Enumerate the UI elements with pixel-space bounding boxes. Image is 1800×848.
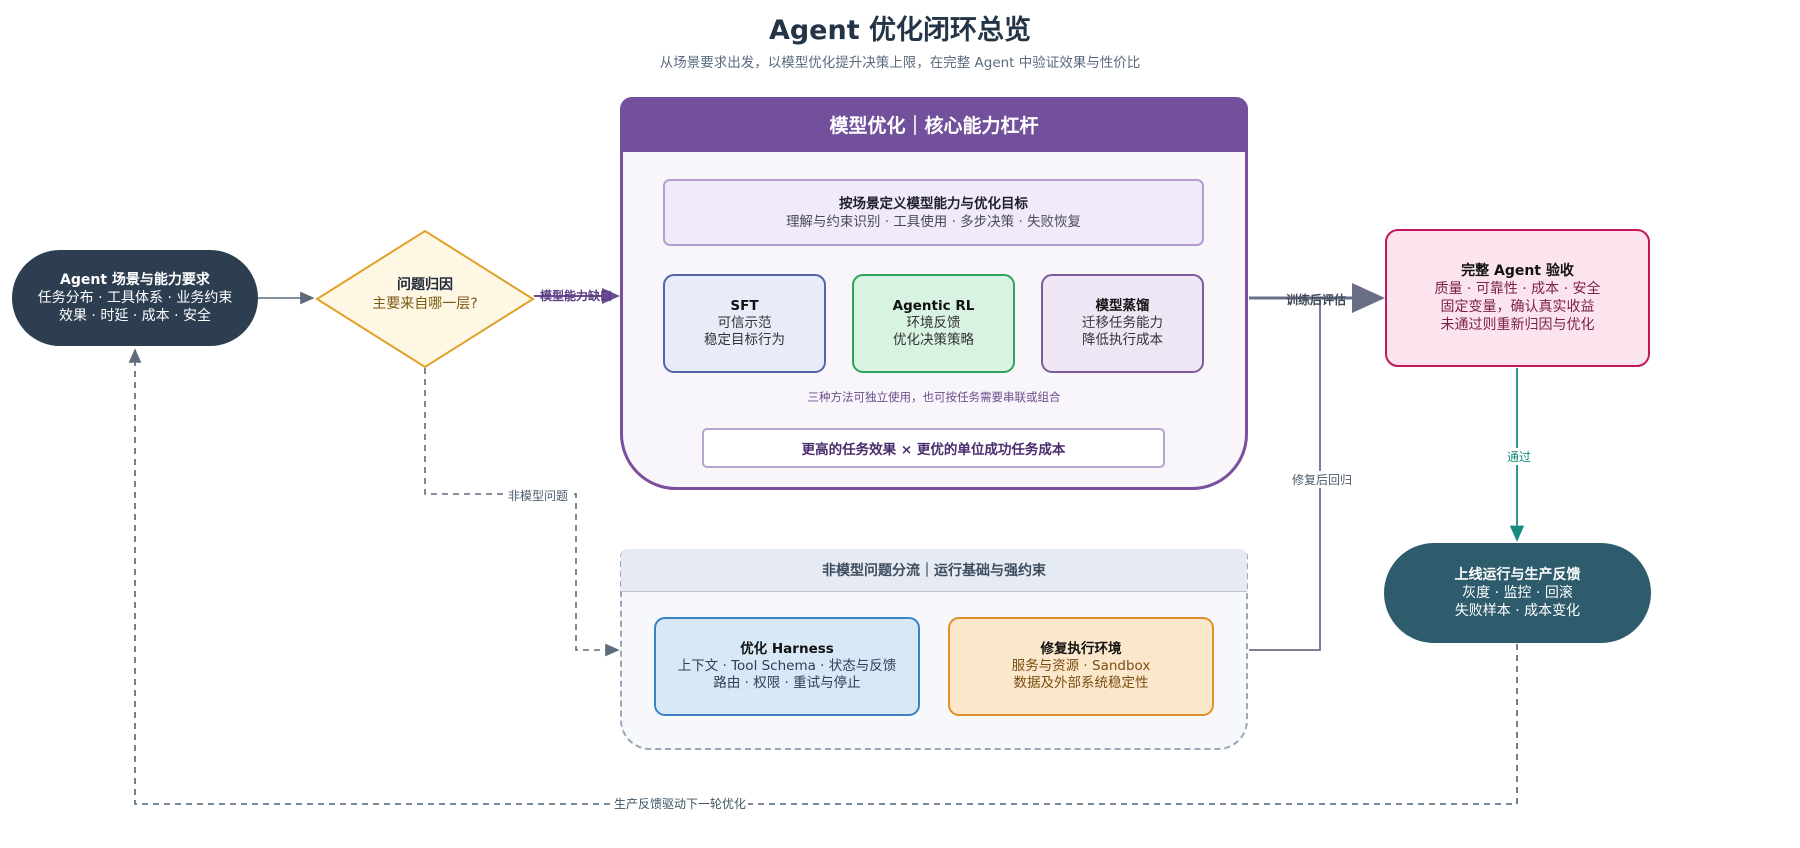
fix-environment-box: 修复执行环境 服务与资源 · Sandbox 数据及外部系统稳定性: [948, 617, 1214, 716]
method-title: Agentic RL: [892, 298, 975, 314]
edge-label-pass: 通过: [1505, 448, 1534, 465]
method-title: 模型蒸馏: [1095, 298, 1150, 314]
edge-label-non-model-issue: 非模型问题: [506, 487, 571, 504]
production-title: 上线运行与生产反馈: [1454, 567, 1581, 583]
scenario-line2: 效果 · 时延 · 成本 · 安全: [58, 308, 212, 324]
edge-nonmodel-to-acceptance: [1249, 298, 1321, 651]
scenario-line1: 任务分布 · 工具体系 · 业务约束: [37, 290, 233, 306]
method-sft: SFT 可信示范 稳定目标行为: [663, 274, 826, 373]
method-title: SFT: [730, 298, 759, 314]
fix-harness-box: 优化 Harness 上下文 · Tool Schema · 状态与反馈 路由 …: [654, 617, 920, 716]
diagnosis-diamond-shape: [315, 229, 535, 369]
agent-acceptance-box: 完整 Agent 验收 质量 · 可靠性 · 成本 · 安全 固定变量，确认真实…: [1385, 229, 1650, 367]
production-line2: 失败样本 · 成本变化: [1454, 603, 1581, 619]
production-line1: 灰度 · 监控 · 回滚: [1462, 585, 1573, 601]
fix-title: 优化 Harness: [740, 641, 834, 657]
methods-note: 三种方法可独立使用，也可按任务需要串联或组合: [807, 390, 1061, 404]
edge-label-feedback-loop: 生产反馈驱动下一轮优化: [612, 795, 749, 812]
acceptance-line1: 质量 · 可靠性 · 成本 · 安全: [1434, 281, 1601, 297]
diagram-subtitle: 从场景要求出发，以模型优化提升决策上限，在完整 Agent 中验证效果与性价比: [659, 55, 1141, 71]
fix-title: 修复执行环境: [1040, 641, 1122, 657]
method-line1: 环境反馈: [906, 315, 961, 331]
edge-label-post-training-eval: 训练后评估: [1286, 293, 1347, 307]
method-line2: 稳定目标行为: [704, 332, 785, 348]
goal-items: 理解与约束识别 · 工具使用 · 多步决策 · 失败恢复: [785, 213, 1082, 230]
fix-line2: 路由 · 权限 · 重试与停止: [713, 675, 861, 691]
model-panel-header: 模型优化｜核心能力杠杆: [620, 97, 1248, 152]
fix-line1: 服务与资源 · Sandbox: [1011, 658, 1151, 674]
acceptance-line3: 未通过则重新归因与优化: [1440, 317, 1595, 333]
method-line2: 优化决策策略: [893, 332, 974, 348]
scenario-requirements-node: Agent 场景与能力要求 任务分布 · 工具体系 · 业务约束 效果 · 时延…: [12, 250, 258, 346]
production-feedback-node: 上线运行与生产反馈 灰度 · 监控 · 回滚 失败样本 · 成本变化: [1384, 543, 1651, 643]
edge-label-regression: 修复后回归: [1290, 471, 1355, 488]
method-distillation: 模型蒸馏 迁移任务能力 降低执行成本: [1041, 274, 1204, 373]
method-line1: 迁移任务能力: [1082, 315, 1163, 331]
edge-label-capability-gap: 模型能力缺口: [540, 289, 613, 303]
optimization-goal-box: 按场景定义模型能力与优化目标 理解与约束识别 · 工具使用 · 多步决策 · 失…: [663, 179, 1204, 246]
diagram-title: Agent 优化闭环总览: [768, 15, 1032, 46]
method-line1: 可信示范: [717, 315, 772, 331]
fix-line2: 数据及外部系统稳定性: [1013, 675, 1149, 691]
acceptance-title: 完整 Agent 验收: [1461, 263, 1574, 279]
edge-diagnosis-to-nonmodel: [424, 368, 620, 657]
method-agentic-rl: Agentic RL 环境反馈 优化决策策略: [852, 274, 1015, 373]
model-result-box: 更高的任务效果 × 更优的单位成功任务成本: [702, 428, 1165, 468]
edge-feedback-loop: [128, 348, 1518, 805]
goal-title: 按场景定义模型能力与优化目标: [839, 195, 1028, 212]
fix-line1: 上下文 · Tool Schema · 状态与反馈: [677, 658, 897, 674]
acceptance-line2: 固定变量，确认真实收益: [1440, 299, 1595, 315]
diagnosis-title: 问题归因: [397, 277, 453, 293]
method-line2: 降低执行成本: [1082, 332, 1163, 348]
non-model-panel-header: 非模型问题分流｜运行基础与强约束: [621, 549, 1247, 592]
diagnosis-question: 主要来自哪一层?: [372, 296, 478, 312]
diagnosis-decision: 问题归因 主要来自哪一层?: [316, 276, 534, 314]
scenario-title: Agent 场景与能力要求: [60, 272, 210, 288]
